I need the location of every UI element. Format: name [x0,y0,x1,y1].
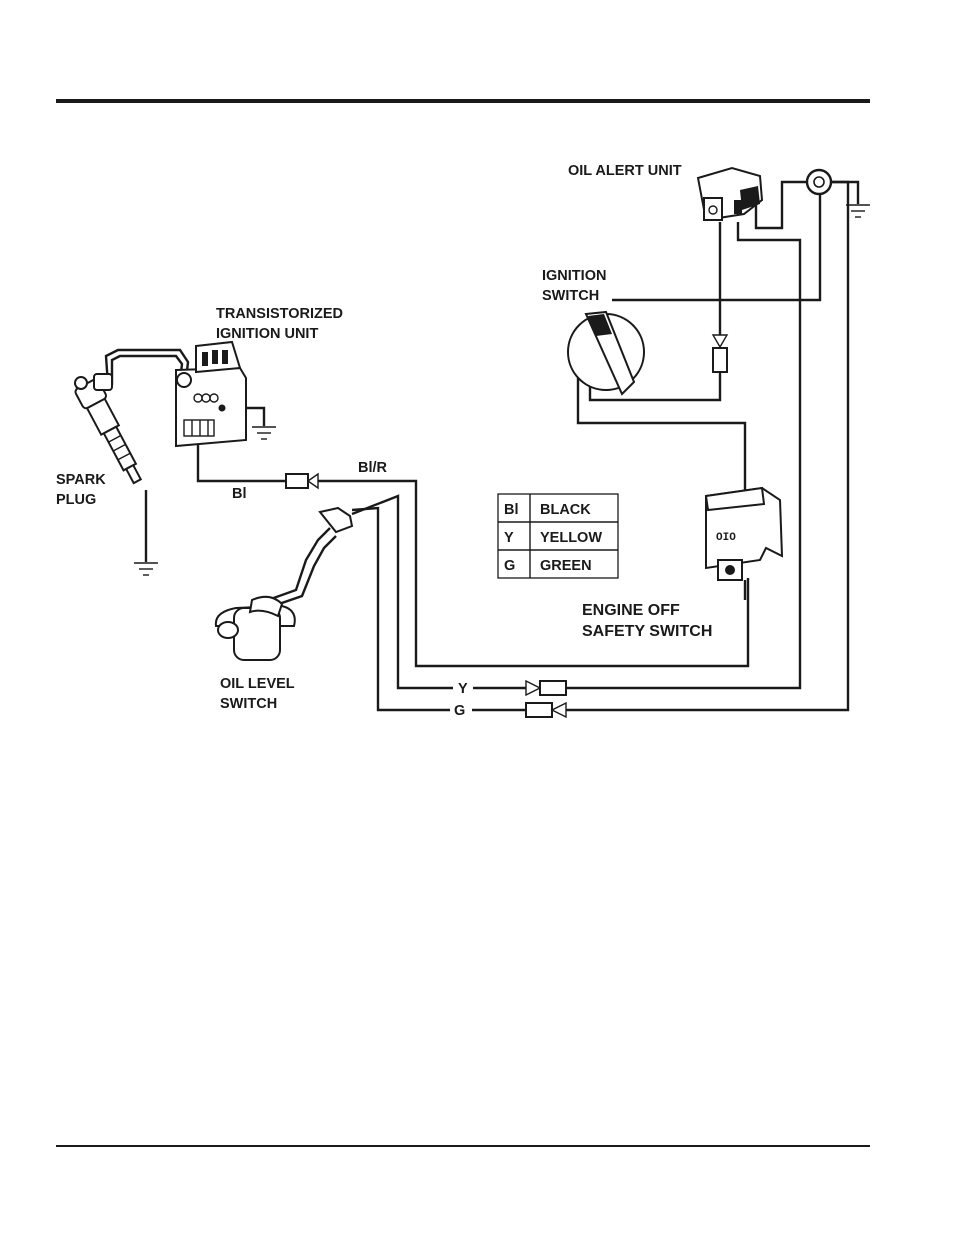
wire-alert-to-ground [756,182,808,228]
label-oil-level-line1: OIL LEVEL [220,676,295,692]
oil-level-switch-icon [216,508,352,660]
connector-icon [526,681,566,695]
wire-label-bl-r: Bl/R [358,460,388,476]
legend-code: G [504,558,515,574]
ground-icon [832,182,870,217]
label-oil-alert-unit: OIL ALERT UNIT [568,163,682,179]
engine-off-switch-icon[interactable]: OIO [706,488,782,580]
spark-plug-icon [74,350,188,487]
label-ignition-switch-line2: SWITCH [542,288,599,304]
label-ignition-switch-line1: IGNITION [542,268,606,284]
connector-icon [526,703,566,717]
ignition-switch-icon[interactable] [568,312,644,394]
oil-alert-unit-icon [698,168,762,220]
label-engine-off-line2: SAFETY SWITCH [582,623,712,640]
wire-black [198,445,286,481]
wire-label-g: G [454,703,465,719]
color-legend: Bl BLACK Y YELLOW G GREEN [498,494,618,578]
switch-markings: OIO [716,532,736,544]
label-spark-plug-line1: SPARK [56,472,106,488]
ground-icon [252,427,276,439]
wire-label-bl: Bl [232,486,247,502]
label-oil-level-line2: SWITCH [220,696,277,712]
legend-color: GREEN [540,558,592,574]
ring-terminal-icon [807,170,831,194]
wire-label-y: Y [458,681,468,697]
legend-color: YELLOW [540,530,602,546]
label-tiu-line1: TRANSISTORIZED [216,306,343,322]
connector-icon [713,335,727,372]
ground-icon [134,563,158,575]
legend-code: Bl [504,502,519,518]
label-tiu-line2: IGNITION UNIT [216,326,318,342]
legend-code: Y [504,530,514,546]
label-spark-plug-line2: PLUG [56,492,96,508]
connector-icon [286,474,318,488]
label-engine-off-line1: ENGINE OFF [582,602,680,619]
legend-color: BLACK [540,502,591,518]
